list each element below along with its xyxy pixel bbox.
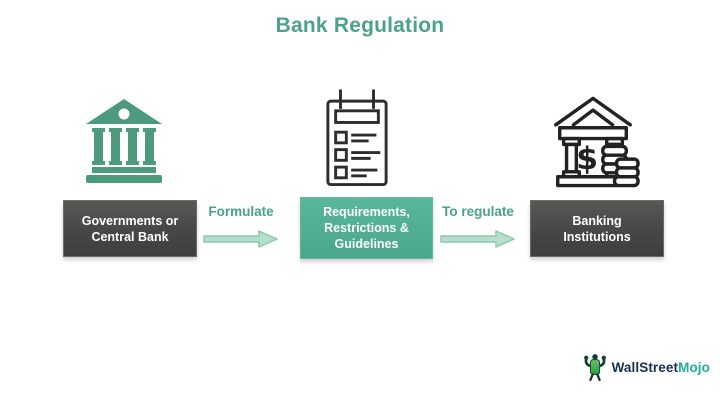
government-building-icon — [86, 99, 162, 183]
dollar-sign-glyph: $ — [576, 141, 598, 177]
target-box: Banking Institutions — [530, 200, 664, 257]
middle-box-label: Requirements, Restrictions & Guidelines — [323, 205, 410, 251]
wallstreetmojo-logo: WallStreetMojo — [583, 352, 710, 382]
arrow-1-label: Formulate — [208, 204, 274, 219]
bank-with-coins-icon: $ — [554, 96, 640, 188]
right-arrow-icon — [440, 230, 515, 248]
logo-wordmark: WallStreetMojo — [612, 360, 710, 375]
right-arrow-icon — [203, 230, 278, 248]
logo-text-primary: WallStreet — [611, 359, 679, 375]
checklist-icon — [326, 89, 388, 187]
arrow-2-label: To regulate — [442, 204, 514, 219]
logo-text-accent: Mojo — [678, 359, 710, 375]
page-title: Bank Regulation — [275, 14, 445, 37]
middle-box: Requirements, Restrictions & Guidelines — [300, 197, 433, 259]
wallstreetmojo-mascot-icon — [583, 354, 606, 382]
source-box: Governments or Central Bank — [63, 200, 197, 257]
source-box-label: Governments or Central Bank — [81, 213, 179, 244]
target-box-label: Banking Institutions — [563, 213, 631, 244]
